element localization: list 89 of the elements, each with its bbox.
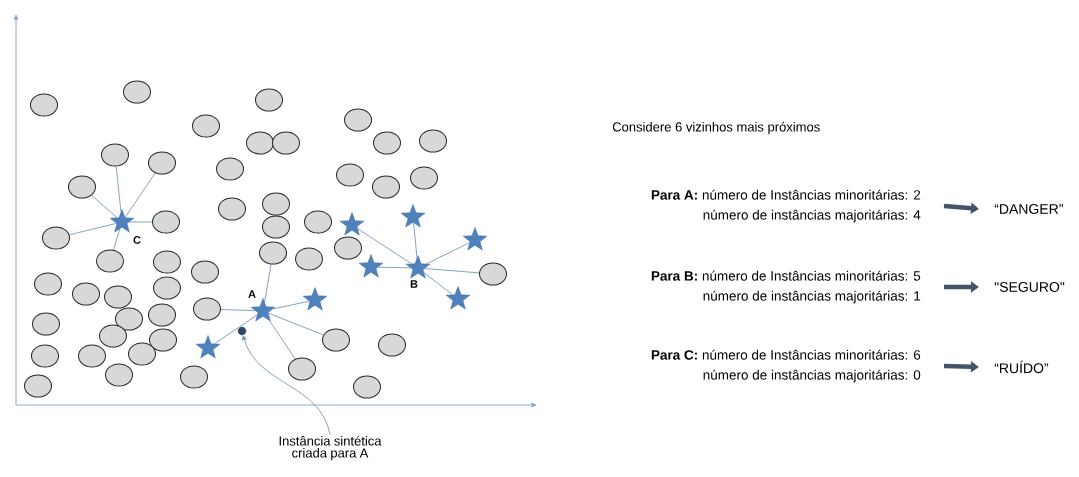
- count-text: Para C: número de Instâncias minoritárias: 6 número de instâncias majoritárias: 0: [651, 349, 921, 383]
- star-point: [195, 335, 221, 359]
- circle-point: [99, 324, 127, 348]
- circle-point: [123, 80, 151, 104]
- result-label: “RUÍDO”: [994, 360, 1049, 374]
- circle-point: [334, 236, 362, 260]
- star-point: [250, 298, 276, 322]
- count-text: Para A: número de Instâncias minoritárias: 2 número de instâncias majoritárias: 4: [651, 189, 921, 223]
- circle-point: [262, 192, 290, 216]
- circle-point: [152, 210, 180, 234]
- circle-point: [216, 157, 244, 181]
- circle-point: [193, 297, 221, 321]
- neighbor-line: [264, 264, 272, 303]
- neighbor-line: [69, 223, 117, 236]
- neighbor-line: [214, 314, 258, 345]
- circle-point: [148, 303, 176, 327]
- circle-point: [72, 282, 100, 306]
- neighbor-line: [129, 221, 153, 223]
- circle-point: [78, 344, 106, 368]
- circle-point: [128, 342, 156, 366]
- leader-line: [242, 335, 331, 436]
- circle-point: [419, 129, 447, 153]
- neighbor-line: [413, 222, 418, 258]
- circle-point: [149, 328, 177, 352]
- circle-point: [192, 114, 220, 138]
- circle-point: [153, 276, 181, 300]
- circle-point: [42, 226, 70, 250]
- neighbor-line: [426, 242, 470, 265]
- circle-point: [101, 143, 129, 167]
- circle-point: [104, 285, 132, 309]
- circle-point: [410, 166, 438, 190]
- circle-point: [96, 249, 124, 273]
- star-point: [339, 212, 365, 236]
- circle-point: [262, 215, 290, 239]
- neighbor-line: [423, 272, 453, 296]
- star-point: [445, 286, 471, 310]
- neighbor-line: [357, 228, 412, 265]
- star-point: [109, 209, 135, 233]
- callout-text: Instância sintética criada para A: [279, 435, 382, 461]
- circle-point: [246, 131, 274, 155]
- circle-point: [153, 250, 181, 274]
- neighbor-line: [267, 312, 324, 336]
- circle-point: [272, 131, 300, 155]
- circle-point: [34, 272, 62, 296]
- neighbor-line: [377, 266, 411, 269]
- circle-point: [259, 241, 287, 265]
- star-point: [462, 227, 488, 251]
- circle-point: [115, 307, 143, 331]
- star-point: [405, 255, 431, 279]
- neighbor-line: [269, 320, 296, 360]
- neighbor-line: [91, 195, 118, 218]
- circle-point: [180, 365, 208, 389]
- point-letter: A: [248, 290, 256, 298]
- circle-point: [31, 344, 59, 368]
- circle-point: [344, 108, 372, 132]
- circle-point: [105, 363, 133, 387]
- circle-point: [336, 163, 364, 187]
- result-label: "SEGURO": [994, 282, 1065, 292]
- neighbor-line: [220, 309, 256, 312]
- neighbor-line: [115, 166, 122, 213]
- instruction-text: Considere 6 vizinhos mais próximos: [612, 121, 820, 135]
- circle-point: [288, 357, 316, 381]
- circle-point: [218, 197, 246, 221]
- circle-point: [322, 328, 350, 352]
- circle-point: [378, 333, 406, 357]
- circle-point: [255, 88, 283, 112]
- circle-point: [68, 175, 96, 199]
- circle-point: [30, 93, 58, 117]
- star-point: [358, 254, 384, 278]
- result-label: “DANGER”: [994, 204, 1063, 214]
- neighbor-line: [424, 268, 480, 274]
- circle-point: [32, 312, 60, 336]
- circle-point: [353, 375, 381, 399]
- neighbor-line: [113, 228, 121, 251]
- circle-point: [295, 247, 323, 271]
- point-letter: C: [133, 236, 141, 244]
- neighbor-line: [124, 172, 156, 218]
- count-text: Para B: número de Instâncias minoritárias: 5 número de instâncias majoritárias: 1: [651, 270, 921, 304]
- circle-point: [304, 210, 332, 234]
- circle-point: [479, 262, 507, 286]
- neighbor-line: [272, 300, 310, 310]
- star-point: [302, 287, 328, 311]
- circle-point: [148, 151, 176, 175]
- circle-point: [24, 374, 52, 398]
- point-letter: B: [410, 280, 418, 288]
- star-point: [400, 204, 426, 228]
- circle-point: [191, 260, 219, 284]
- circle-point: [373, 131, 401, 155]
- circle-point: [372, 175, 400, 199]
